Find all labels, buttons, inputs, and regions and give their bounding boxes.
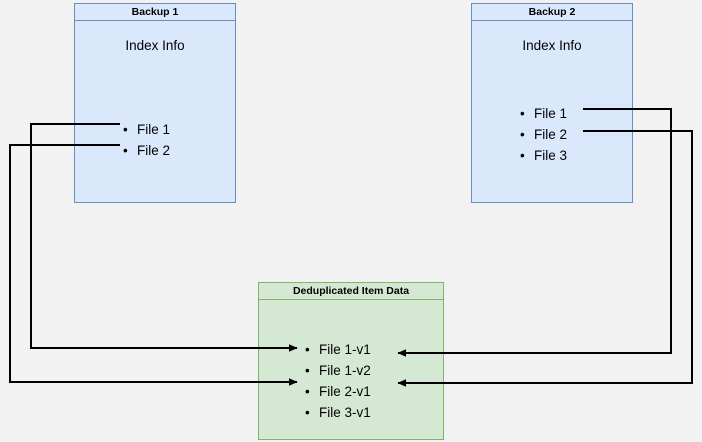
backup-1-heading: Index Info — [125, 38, 185, 53]
list-item: File 1 — [121, 119, 170, 140]
list-item: File 1-v2 — [303, 360, 371, 381]
backup-2-title: Backup 2 — [472, 4, 632, 21]
deduplicated-item-data-title: Deduplicated Item Data — [259, 283, 443, 300]
list-item: File 1 — [518, 103, 567, 124]
backup-1-file-list: File 1 File 2 — [121, 119, 170, 161]
backup-2-box: Backup 2 Index Info File 1 File 2 File 3 — [471, 3, 633, 203]
list-item: File 3 — [518, 145, 567, 166]
backup-1-title: Backup 1 — [75, 4, 235, 21]
list-item: File 2 — [121, 140, 170, 161]
deduplicated-file-list: File 1-v1 File 1-v2 File 2-v1 File 3-v1 — [303, 339, 371, 423]
backup-1-box: Backup 1 Index Info File 1 File 2 — [74, 3, 236, 203]
backup-2-file-list: File 1 File 2 File 3 — [518, 103, 567, 166]
backup-2-heading: Index Info — [522, 38, 582, 53]
list-item: File 2-v1 — [303, 381, 371, 402]
list-item: File 1-v1 — [303, 339, 371, 360]
list-item: File 3-v1 — [303, 402, 371, 423]
deduplicated-item-data-box: Deduplicated Item Data File 1-v1 File 1-… — [258, 282, 444, 440]
list-item: File 2 — [518, 124, 567, 145]
